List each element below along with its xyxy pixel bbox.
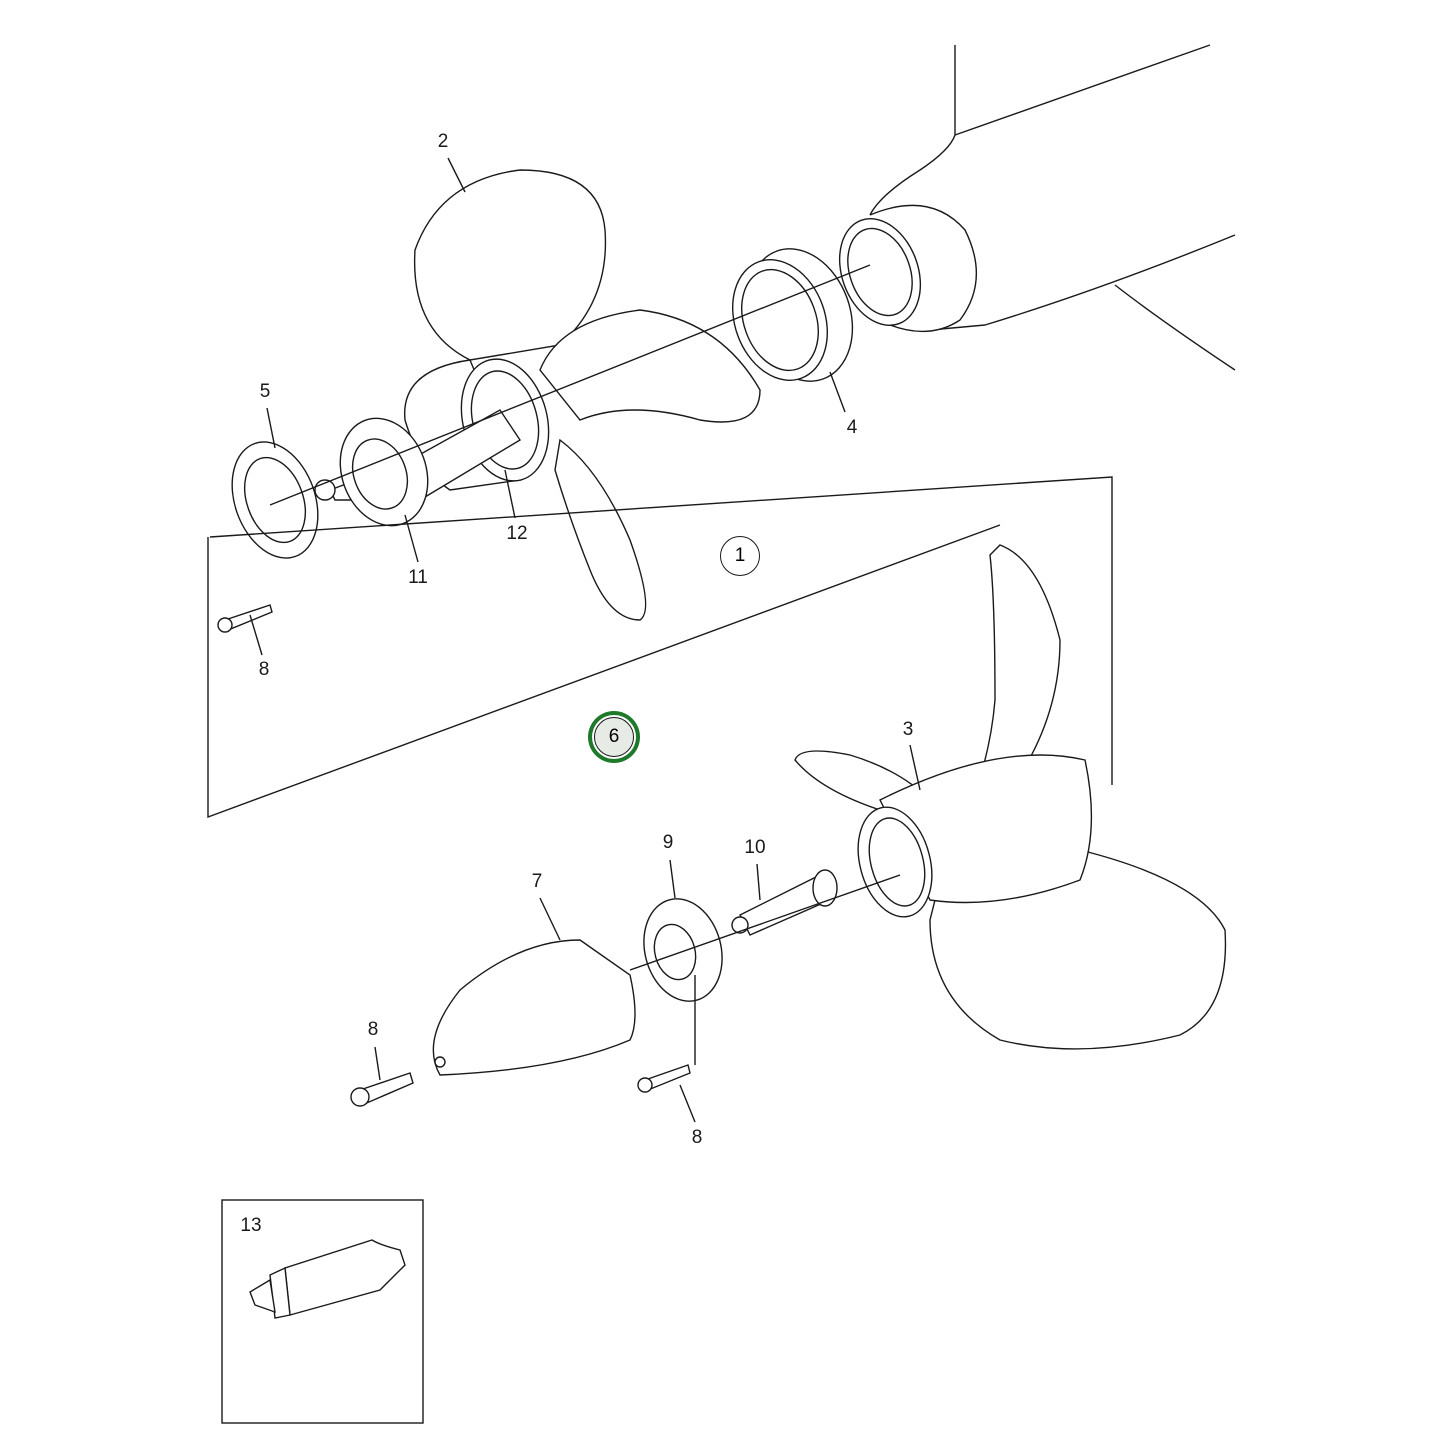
nut-part-9 <box>643 898 723 1002</box>
callout-11[interactable]: 11 <box>408 567 428 588</box>
callout-7[interactable]: 7 <box>531 871 543 892</box>
sealant-inset-box <box>221 1199 424 1424</box>
callout-9[interactable]: 9 <box>662 832 674 853</box>
propeller-part-3 <box>794 544 1227 1050</box>
shaft-part-10 <box>731 869 838 936</box>
callout-8-upper[interactable]: 8 <box>258 659 270 680</box>
callout-13[interactable]: 13 <box>240 1215 262 1236</box>
washer-part-5 <box>231 441 319 559</box>
propeller-part-2 <box>314 169 761 621</box>
leader-lines <box>249 157 921 1123</box>
callout-4[interactable]: 4 <box>846 417 858 438</box>
callout-3[interactable]: 3 <box>902 719 914 740</box>
bolt-part-8-lower-left <box>350 1072 414 1107</box>
callout-10[interactable]: 10 <box>744 837 766 858</box>
bolt-part-8-lower-right <box>637 1064 691 1093</box>
centerline-lower <box>629 874 901 971</box>
drive-housing <box>838 44 1236 371</box>
callout-2[interactable]: 2 <box>437 131 449 152</box>
callout-8-lower-right[interactable]: 8 <box>691 1127 703 1148</box>
callout-1-circled[interactable]: 1 <box>720 536 760 576</box>
callout-12[interactable]: 12 <box>506 523 528 544</box>
centerline <box>269 264 871 506</box>
cone-part-7 <box>432 939 636 1076</box>
bolt-part-8-upper <box>217 604 273 633</box>
callout-6-circled-highlighted[interactable]: 6 <box>594 717 634 757</box>
assembly-group-outline <box>207 476 1113 819</box>
callout-5[interactable]: 5 <box>259 381 271 402</box>
callout-8-lower-left[interactable]: 8 <box>367 1019 379 1040</box>
